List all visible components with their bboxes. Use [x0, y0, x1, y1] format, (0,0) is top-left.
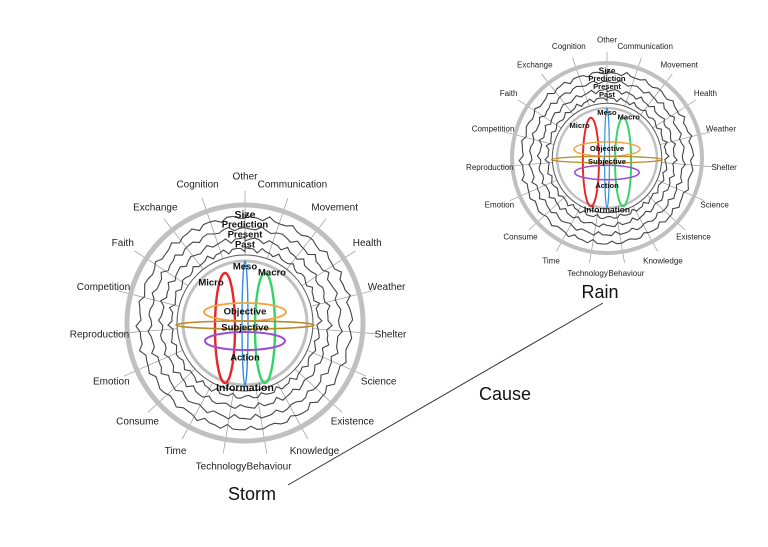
jagged-ring — [157, 236, 333, 410]
sector-label-other: Other — [597, 36, 617, 45]
sector-label-movement: Movement — [311, 202, 358, 213]
perspective-label-action: Action — [230, 353, 260, 364]
meso-ellipse — [241, 260, 249, 386]
sector-label-consume: Consume — [503, 233, 538, 242]
action-ellipse — [573, 164, 641, 181]
sector-label-time: Time — [542, 256, 560, 265]
sector-label-consume: Consume — [116, 417, 159, 428]
sector-label-exchange: Exchange — [517, 60, 553, 69]
subjective-ellipse — [175, 320, 315, 330]
cause-label: Cause — [479, 384, 531, 404]
sector-label-health: Health — [353, 238, 382, 249]
jagged-ring — [167, 247, 323, 399]
ring-label-size: Size — [599, 65, 616, 75]
sector-label-behaviour: Behaviour — [608, 269, 644, 278]
cause-link-line — [287, 302, 604, 486]
perspective-label-objective: Objective — [224, 307, 267, 318]
sector-label-emotion: Emotion — [485, 200, 514, 209]
sector-label-emotion: Emotion — [93, 376, 130, 387]
ring-label-prediction: Prediction — [588, 74, 625, 83]
sector-label-technology: Technology — [196, 462, 247, 473]
sector-label-communication: Communication — [617, 42, 673, 51]
sector-label-behaviour: Behaviour — [247, 462, 293, 473]
scale-label-micro: Micro — [569, 121, 590, 130]
perspective-label-subjective: Subjective — [588, 157, 626, 166]
rain-label: Rain — [581, 282, 618, 302]
sector-label-weather: Weather — [368, 282, 406, 293]
perspective-label-objective: Objective — [590, 144, 624, 153]
sector-label-knowledge: Knowledge — [290, 446, 340, 457]
jagged-ring — [135, 213, 354, 431]
jagged-ring — [518, 69, 695, 245]
inner-ring — [551, 102, 663, 214]
jagged-ring — [544, 96, 670, 220]
sector-divider-line — [134, 250, 195, 291]
sector-label-movement: Movement — [661, 60, 699, 69]
sector-label-cognition: Cognition — [552, 42, 586, 51]
sector-label-knowledge: Knowledge — [643, 256, 683, 265]
action-ellipse — [204, 331, 286, 351]
sector-label-competition: Competition — [77, 282, 130, 293]
sector-label-faith: Faith — [500, 89, 518, 98]
sector-label-reproduction: Reproduction — [70, 330, 129, 341]
core-label-information: Information — [216, 382, 274, 394]
ring-label-present: Present — [228, 230, 264, 241]
scale-label-meso: Meso — [233, 262, 257, 273]
small-wheel: OtherCommunicationMovementHealthWeatherS… — [466, 36, 737, 278]
sector-divider-line — [517, 99, 567, 132]
sector-label-science: Science — [700, 200, 729, 209]
perspective-label-subjective: Subjective — [221, 323, 269, 334]
jagged-ring — [147, 226, 343, 420]
jagged-ring — [536, 88, 678, 228]
sector-label-health: Health — [694, 89, 717, 98]
sector-label-technology: Technology — [567, 269, 607, 278]
large-wheel: OtherCommunicationMovementHealthWeatherS… — [70, 172, 407, 473]
sector-label-cognition: Cognition — [176, 180, 218, 191]
inner-ring — [176, 254, 314, 392]
sector-label-existence: Existence — [676, 233, 711, 242]
sector-label-weather: Weather — [706, 124, 736, 133]
sector-label-existence: Existence — [331, 417, 375, 428]
outer-ring — [509, 60, 705, 256]
sector-label-competition: Competition — [472, 124, 515, 133]
sector-divider-line — [636, 73, 673, 121]
sector-label-faith: Faith — [112, 238, 134, 249]
sector-divider-line — [281, 218, 327, 276]
core-label-information: Information — [584, 205, 630, 215]
scale-label-macro: Macro — [618, 113, 641, 122]
ring-label-past: Past — [235, 240, 256, 251]
ring-label-size: Size — [234, 209, 255, 221]
sector-label-time: Time — [165, 446, 187, 457]
sector-label-other: Other — [232, 172, 258, 183]
ring-label-past: Past — [599, 90, 616, 99]
ring-label-present: Present — [593, 82, 621, 91]
outer-ring — [124, 202, 366, 444]
sector-label-communication: Communication — [258, 180, 327, 191]
scale-label-meso: Meso — [597, 108, 617, 117]
storm-label: Storm — [228, 484, 276, 504]
perspective-label-action: Action — [595, 181, 619, 190]
jagged-ring — [528, 80, 686, 237]
sector-label-exchange: Exchange — [133, 202, 178, 213]
sector-label-shelter: Shelter — [711, 163, 737, 172]
sector-label-shelter: Shelter — [375, 330, 407, 341]
subjective-ellipse — [550, 155, 664, 164]
sector-label-reproduction: Reproduction — [466, 163, 514, 172]
sector-label-science: Science — [361, 376, 397, 387]
scale-label-micro: Micro — [198, 278, 224, 289]
ring-label-prediction: Prediction — [222, 220, 269, 231]
meso-ellipse — [604, 107, 610, 209]
scale-label-macro: Macro — [258, 268, 286, 279]
